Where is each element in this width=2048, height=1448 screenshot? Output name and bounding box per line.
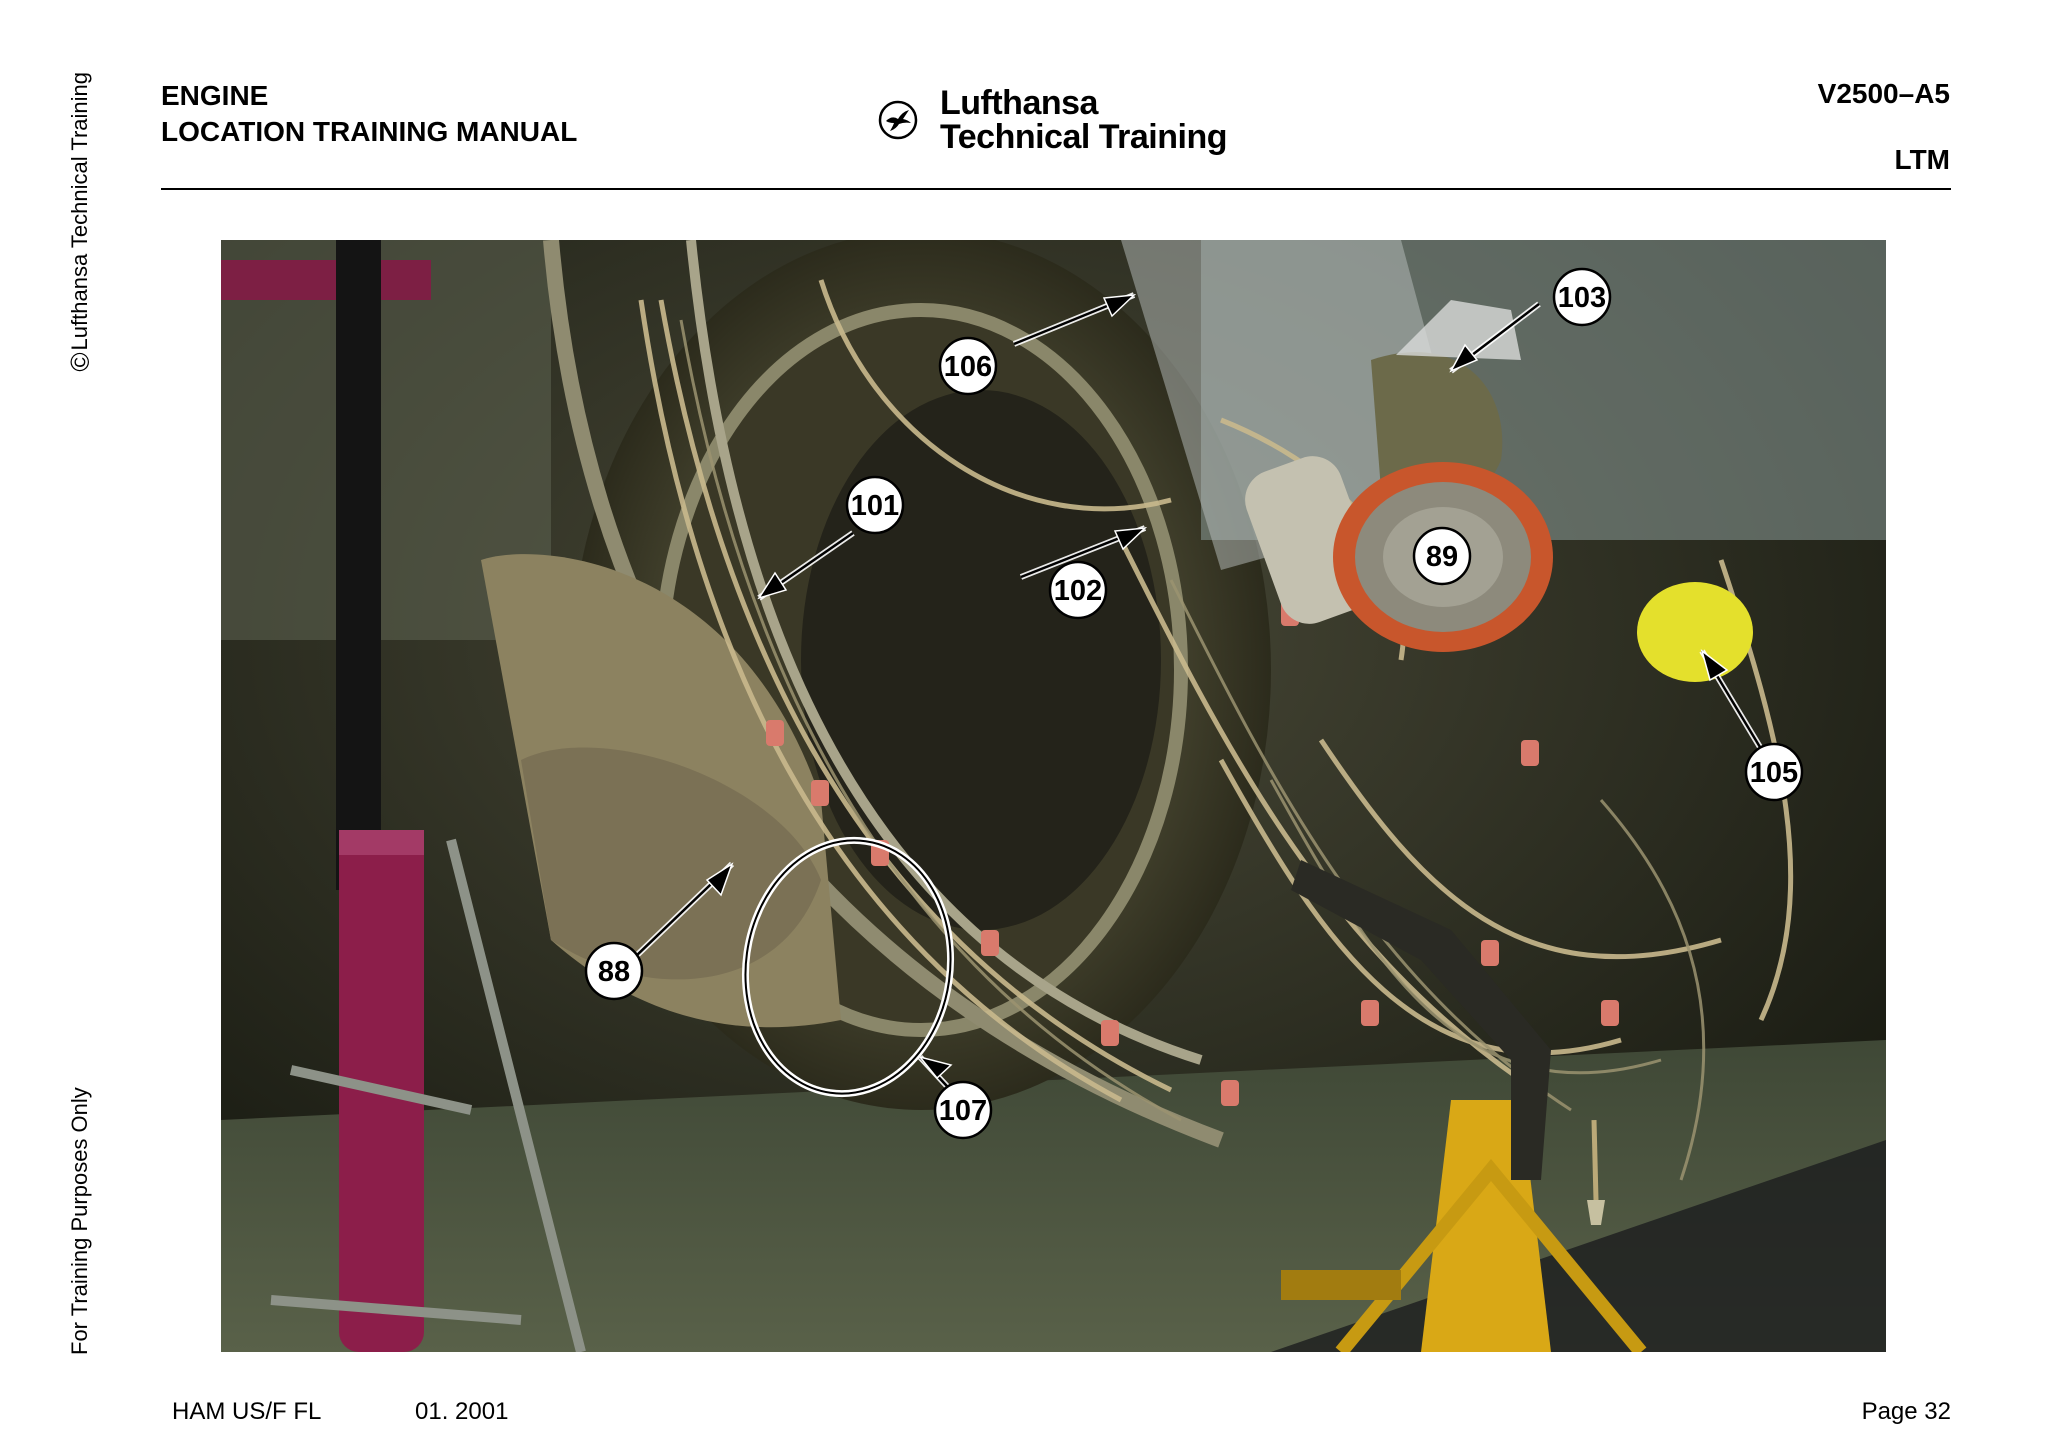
callout-circle-89 bbox=[1412, 526, 1472, 586]
engine-photo: 106 103 101 102 89 105 88 107 bbox=[221, 240, 1886, 1352]
brand-line-1: Lufthansa bbox=[940, 84, 1098, 122]
callout-circle-101 bbox=[845, 475, 905, 535]
manual-title: ENGINE LOCATION TRAINING MANUAL bbox=[161, 78, 577, 150]
brand-line-2: Technical Training bbox=[940, 118, 1228, 156]
callout-circle-107 bbox=[933, 1080, 993, 1140]
footer-location: HAM US/F FL bbox=[172, 1398, 322, 1425]
copyright-text: Lufthansa Technical Training bbox=[67, 72, 92, 351]
arrowhead-103 bbox=[1449, 343, 1479, 373]
crane-logo-icon bbox=[878, 100, 918, 140]
title-line-1: ENGINE bbox=[161, 80, 269, 111]
arrowhead-102 bbox=[1113, 527, 1148, 551]
callout-label-103: 103 bbox=[1558, 282, 1606, 314]
header-rule bbox=[161, 188, 1951, 190]
side-training-notice: For Training Purposes Only bbox=[67, 1087, 92, 1355]
arrowhead-106 bbox=[1102, 294, 1137, 318]
callout-circle-105 bbox=[1744, 742, 1804, 802]
callout-label-107: 107 bbox=[939, 1095, 987, 1127]
engine-designation: V2500–A5 LTM bbox=[1818, 78, 1950, 176]
callout-circle-103 bbox=[1552, 267, 1612, 327]
arrowhead-105 bbox=[1700, 649, 1729, 682]
side-copyright: © Lufthansa Technical Training bbox=[62, 72, 98, 412]
callout-circle-106 bbox=[938, 336, 998, 396]
brand-name: Lufthansa Technical Training bbox=[940, 84, 1228, 156]
lufthansa-logo: Lufthansa Technical Training bbox=[878, 84, 1228, 156]
callout-label-89: 89 bbox=[1426, 541, 1458, 573]
arrowhead-101 bbox=[757, 571, 788, 600]
callout-label-88: 88 bbox=[598, 956, 630, 988]
callout-label-106: 106 bbox=[944, 351, 992, 383]
callout-circle-102 bbox=[1048, 560, 1108, 620]
page-number: Page 32 bbox=[1861, 1398, 1951, 1425]
callout-circle-88 bbox=[584, 941, 644, 1001]
title-line-2: LOCATION TRAINING MANUAL bbox=[161, 116, 578, 147]
copyright-symbol: © bbox=[64, 352, 95, 372]
arrowhead-107 bbox=[917, 1055, 953, 1080]
engine-type: V2500–A5 bbox=[1817, 78, 1950, 109]
arrowhead-88 bbox=[705, 862, 734, 897]
footer-date: 01. 2001 bbox=[415, 1398, 509, 1425]
callout-label-105: 105 bbox=[1750, 757, 1798, 789]
manual-code: LTM bbox=[1894, 144, 1950, 175]
callout-label-101: 101 bbox=[851, 490, 899, 522]
callout-label-102: 102 bbox=[1054, 575, 1102, 607]
